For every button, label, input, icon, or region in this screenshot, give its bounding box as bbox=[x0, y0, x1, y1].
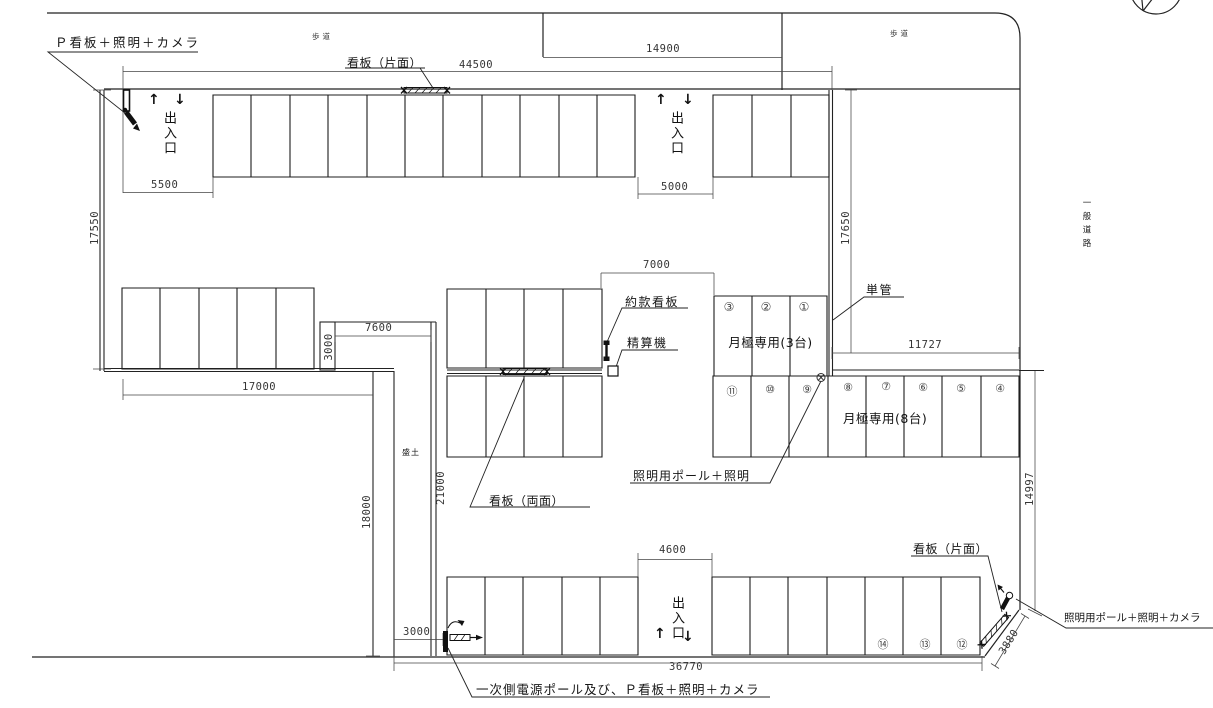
stall-number-3: ③ bbox=[723, 300, 735, 314]
dim-right-edge-upper: 11727 bbox=[908, 339, 943, 351]
dim-entrance-mid: 5000 bbox=[661, 181, 689, 193]
general-road-label: 一般道路 bbox=[1081, 198, 1091, 252]
lighting-pole-label: 照明用ポール＋照明 bbox=[633, 469, 751, 483]
stall-block-mid-lower bbox=[446, 375, 603, 458]
dim-top-total: 44500 bbox=[459, 59, 494, 71]
lighting-pole-camera-label: 照明用ポール＋照明＋カメラ bbox=[1064, 612, 1201, 624]
stall-block-top-left bbox=[212, 94, 636, 178]
monthly8-label: 月極専用(8台) bbox=[843, 411, 928, 426]
sign-double-label: 看板（両面） bbox=[489, 494, 565, 508]
dim-right-edge-lower: 14997 bbox=[1024, 471, 1036, 507]
dim-wall-stub-height: 3000 bbox=[323, 333, 335, 361]
stall-block-bottom-left bbox=[446, 576, 639, 656]
north-arrow-icon bbox=[1132, 0, 1180, 15]
stall-number-2: ② bbox=[760, 300, 772, 314]
terms-sign-label: 約款看板 bbox=[625, 295, 680, 309]
sign-single-bottom-icon bbox=[977, 611, 1011, 649]
stall-number-12: ⑫ bbox=[956, 638, 968, 651]
leader-lines bbox=[46, 51, 1213, 698]
dim-left-bottom-width: 17000 bbox=[242, 381, 277, 393]
stall-number-11: ⑪ bbox=[726, 385, 738, 398]
entrance3-label: 出入口 bbox=[669, 596, 684, 641]
stall-number-10: ⑩ bbox=[765, 383, 775, 396]
parking-stalls bbox=[121, 94, 1020, 656]
entrance1-label: 出入口 bbox=[161, 111, 176, 156]
entrance2-arrow-in: ↑ bbox=[655, 92, 667, 108]
stall-number-14: ⑭ bbox=[877, 638, 889, 651]
dim-bottom-total: 36770 bbox=[669, 661, 704, 673]
monthly3-label: 月極専用(3台) bbox=[728, 335, 813, 350]
entrance3-arrow-out: ↓ bbox=[682, 629, 694, 645]
entrance1-arrow-out: ↓ bbox=[174, 92, 186, 108]
camera-pole-icon-top-left bbox=[122, 89, 140, 131]
stall-block-top-right bbox=[712, 94, 830, 178]
stall-number-7: ⑦ bbox=[881, 380, 891, 393]
p-sign-label: Ｐ看板＋照明＋カメラ bbox=[55, 35, 201, 50]
dimension-lines bbox=[93, 57, 1043, 671]
dim-mid-gap: 7000 bbox=[643, 259, 671, 271]
entrance2-arrow-out: ↓ bbox=[682, 92, 694, 108]
stall-block-bottom-right bbox=[711, 576, 981, 656]
dim-left-height: 17550 bbox=[89, 210, 101, 246]
embankment-label: 盛土 bbox=[402, 448, 420, 457]
stall-number-8: ⑧ bbox=[843, 381, 853, 394]
boundary-walls bbox=[99, 90, 1044, 657]
stall-block-monthly8 bbox=[712, 375, 1020, 458]
stall-number-13: ⑬ bbox=[919, 638, 931, 651]
payment-machine-label: 精算機 bbox=[627, 336, 668, 350]
payment-machine-icon bbox=[607, 365, 619, 377]
terms-sign-icon bbox=[603, 340, 610, 361]
sidewalk-label-left: 歩道 bbox=[312, 32, 333, 41]
sign-single-top-label: 看板（片面） bbox=[347, 56, 423, 70]
dim-top-right-section: 14900 bbox=[646, 43, 681, 55]
stall-block-left-mid bbox=[121, 287, 315, 370]
sign-single-top-icon bbox=[400, 86, 451, 94]
camera-pole-icon-bottom-right bbox=[997, 584, 1014, 611]
stall-number-9: ⑨ bbox=[802, 383, 812, 396]
dim-right-fence-height: 17650 bbox=[840, 210, 852, 246]
dim-entrance-bottom: 4600 bbox=[659, 544, 687, 556]
sign-single-bottom-label: 看板（片面） bbox=[913, 542, 989, 556]
stall-number-4: ④ bbox=[995, 382, 1005, 395]
stall-block-mid-upper bbox=[446, 288, 603, 369]
road-lines bbox=[32, 12, 1021, 658]
dim-wall-gap: 7600 bbox=[365, 322, 393, 334]
sidewalk-label-right: 歩道 bbox=[890, 29, 911, 38]
stall-number-1: ① bbox=[798, 300, 810, 314]
single-pipe-label: 単管 bbox=[866, 283, 894, 297]
entrance2-label: 出入口 bbox=[668, 111, 683, 156]
dim-gate-offset: 3000 bbox=[403, 626, 431, 638]
entrance3-arrow-in: ↑ bbox=[654, 626, 666, 642]
power-pole-icon-bottom-left bbox=[443, 620, 483, 652]
dim-fence-length: 21000 bbox=[435, 470, 447, 506]
dim-entrance-left: 5500 bbox=[151, 179, 179, 191]
dim-left-lower-height: 18000 bbox=[361, 494, 373, 530]
stall-number-6: ⑥ bbox=[918, 381, 928, 394]
power-pole-label: 一次側電源ポール及び、Ｐ看板＋照明＋カメラ bbox=[476, 682, 760, 697]
lighting-pole-icon bbox=[816, 373, 826, 382]
stall-number-5: ⑤ bbox=[956, 382, 966, 395]
sign-double-mid-icon bbox=[499, 367, 551, 376]
entrance1-arrow-in: ↑ bbox=[148, 92, 160, 108]
